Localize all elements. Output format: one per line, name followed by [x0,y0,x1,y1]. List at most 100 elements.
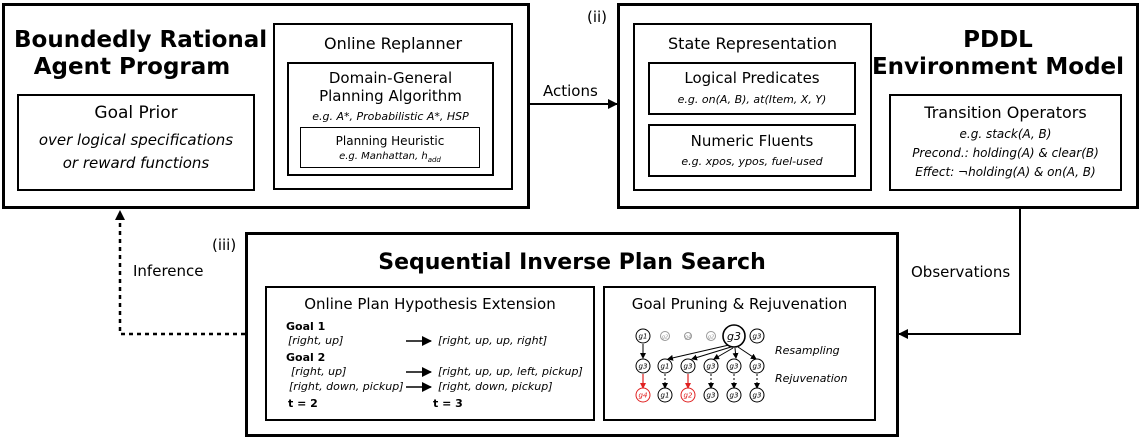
time-right-label: t = 3 [433,397,463,410]
rejuvenated-particle-node: g3 [703,387,719,403]
particle-goal-label: g3 [753,392,762,400]
plan-extension-box [265,286,595,421]
pddl-title-line1: PDDL [963,27,1033,53]
resampled-particle-node: g3 [635,358,651,374]
goal2b-from: [right, down, pickup] [289,380,404,393]
goal1-label: Goal 1 [286,320,326,333]
particle-circle [657,358,673,374]
particle-circle [680,358,696,374]
particle-circle [749,387,765,403]
transition-line2: Precond.: holding(A) & clear(B) [912,146,1099,160]
rejuvenated-particle-node: g2 [680,387,696,403]
observations-arrow [898,209,1021,339]
particle-goal-label: g3 [753,333,762,341]
particle-goal-label: g3 [707,363,716,371]
particle-circle [660,331,670,341]
particle-circle [657,387,673,403]
inference-label: Inference [133,262,204,280]
resampled-particle-node: g3 [703,358,719,374]
numeric-fluents-title: Numeric Fluents [690,132,814,150]
particle-nodes: g1 g2 g4 g2 g3 g3 g3 g1 g3 g3 g3 g3 g4 g1 g2 g3 g3 g3 [635,324,765,403]
transition-line1: e.g. stack(A, B) [959,127,1052,141]
heuristic-examples-text: e.g. Manhattan, h [339,151,428,162]
logical-predicates-title: Logical Predicates [684,69,820,87]
state-representation-title: State Representation [668,34,837,53]
rejuvenated-particle-node: g3 [749,387,765,403]
online-replanner-title: Online Replanner [323,34,463,53]
particle-goal-label: g4 [685,335,691,341]
resampled-particle-node: g3 [749,358,765,374]
logical-predicates-examples: e.g. on(A, B), at(Item, X, Y) [677,93,827,106]
planning-heuristic-box [300,127,480,168]
particle-circle [703,358,719,374]
agent-title-line1: Boundedly Rational [14,27,268,53]
resampled-particle-node: g1 [657,358,673,374]
actions-label: Actions [543,82,598,100]
planning-algorithm-line1: Domain-General [328,69,453,87]
rejuvenation-label: Rejuvenation [775,372,848,385]
agent-title-line2: Agent Program [33,54,231,80]
particle-goal-label: g3 [639,363,648,371]
particle-circle [635,328,651,344]
logical-predicates-box [648,62,856,115]
resample-edge [713,347,734,360]
particle-goal-label: g3 [753,363,762,371]
particle-goal-label: g3 [727,330,741,343]
particle-circle [722,324,746,348]
rejuvenated-particle-node: g4 [635,387,651,403]
particle-goal-label: g2 [684,392,693,400]
particle-circle [706,331,716,341]
transition-operators-box [889,94,1122,191]
numeric-fluents-box [648,124,856,177]
agent-program-title: Boundedly Rational Agent Program [14,27,268,81]
particle-goal-label: g2 [708,335,714,341]
goal-prior-line1: over logical specifications [38,131,234,149]
planning-heuristic-title: Planning Heuristic [335,134,445,148]
goal2a-to: [right, up, up, left, pickup] [438,365,583,378]
particle-circle [680,387,696,403]
particle-goal-label: g4 [639,392,648,400]
resample-edge [732,347,739,359]
observations-label: Observations [911,263,1011,281]
sips-title: Sequential Inverse Plan Search [378,250,766,275]
resampled-particle-node: g3 [726,358,742,374]
goal-prior-line2: or reward functions [62,154,210,172]
numeric-fluents-examples: e.g. xpos, ypos, fuel-used [681,155,823,168]
resampled-particle-node: g3 [680,358,696,374]
rejuvenated-particle-node: g1 [657,387,673,403]
pddl-title: PDDL Environment Model [868,27,1128,81]
resample-edge [691,346,732,361]
particle-goal-label: g1 [661,363,670,371]
top-particle-node: g3 [722,324,746,348]
goal2a-from: [right, up] [291,365,347,378]
particle-circle [635,358,651,374]
resample-edge [737,346,757,360]
planning-algorithm-line2: Planning Algorithm [319,87,462,105]
goal-prior-title: Goal Prior [94,103,178,123]
rejuvenated-particle-node: g3 [726,387,742,403]
goal2-label: Goal 2 [286,351,326,364]
particle-circle [749,358,765,374]
goal-prior-box [17,94,255,191]
top-particle-node: g3 [749,328,765,344]
sips-marker: (iii) [212,236,237,254]
planning-heuristic-examples: e.g. Manhattan, hadd [300,151,480,164]
particle-goal-label: g3 [730,392,739,400]
transition-operators-title: Transition Operators [924,103,1087,122]
particle-circle [726,387,742,403]
particle-goal-label: g3 [730,363,739,371]
planning-algorithm-examples: e.g. A*, Probabilistic A*, HSP [312,110,469,123]
goal-pruning-title: Goal Pruning & Rejuvenation [631,295,848,313]
top-particle-node: g2 [660,331,670,341]
particle-circle [749,328,765,344]
resample-edge [667,344,730,361]
top-particle-node: g1 [635,328,651,344]
time-left-label: t = 2 [288,397,318,410]
particle-goal-label: g3 [707,392,716,400]
particle-goal-label: g1 [639,333,648,341]
goal2b-to: [right, down, pickup] [438,380,553,393]
particle-circle [726,358,742,374]
particle-goal-label: g1 [661,392,670,400]
